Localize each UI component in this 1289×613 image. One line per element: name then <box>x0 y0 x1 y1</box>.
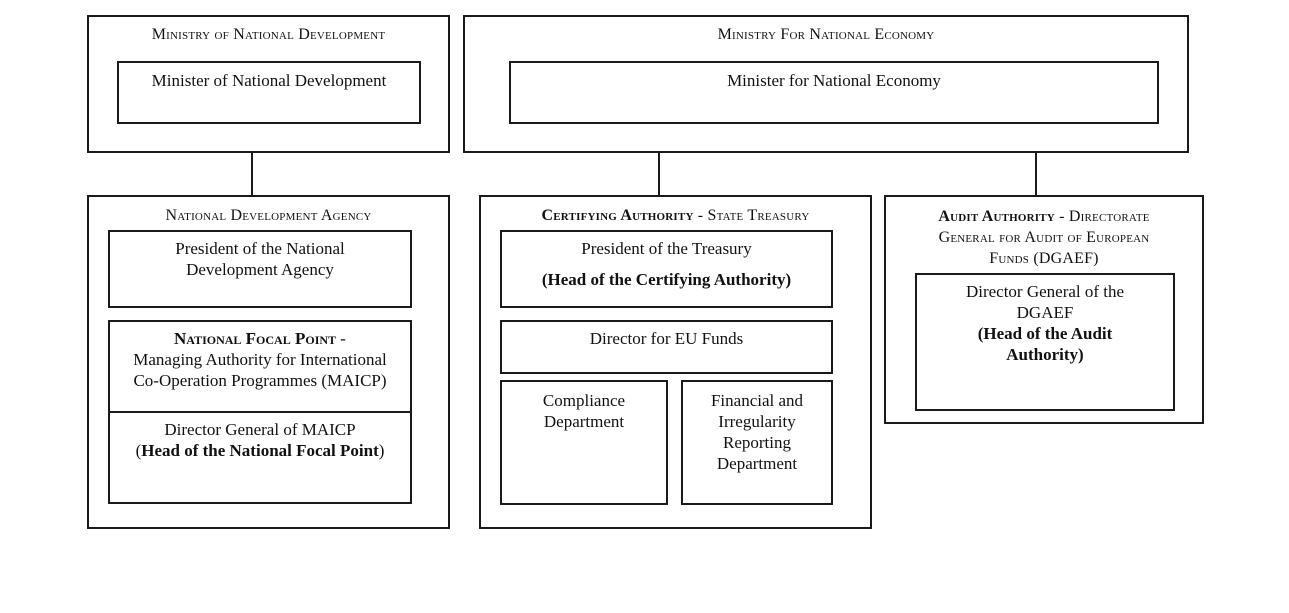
national-development-agency-box: National Development Agency President of… <box>87 195 450 529</box>
audit-authority-title: Audit Authority - Directorate General fo… <box>886 206 1202 269</box>
certifying-authority-title-bold: Certifying Authority <box>541 207 694 224</box>
ministry-national-economy-title: Ministry For National Economy <box>717 26 935 43</box>
minister-national-development-box: Minister of National Development <box>117 61 421 124</box>
audit-authority-title-line3: Funds (DGAEF) <box>989 250 1099 267</box>
compliance-department-box: Compliance Department <box>500 380 668 505</box>
connector-ministry-econ-to-aa <box>1035 151 1037 197</box>
maicp-director-line1: Director General of MAICP <box>164 420 356 439</box>
ministry-national-development-box: Ministry of National Development Ministe… <box>87 15 450 153</box>
financial-line1: Financial and <box>710 391 804 410</box>
eu-funds-director-box: Director for EU Funds <box>500 320 833 374</box>
focal-point-line2: Managing Authority for International <box>133 350 387 369</box>
certifying-authority-title-rest: - State Treasury <box>693 207 810 224</box>
head-of-focal-point: Head of the National Focal Point <box>141 441 379 460</box>
ministry-national-economy-box: Ministry For National Economy Minister f… <box>463 15 1189 153</box>
compliance-line2: Department <box>543 412 625 431</box>
national-focal-point-box: National Focal Point - Managing Authorit… <box>108 320 412 413</box>
maicp-director-box: Director General of MAICP (Head of the N… <box>108 411 412 504</box>
head-of-audit-authority-line2: Authority) <box>1006 345 1084 364</box>
audit-authority-title-line1: Audit Authority - Directorate <box>886 206 1202 227</box>
audit-authority-title-bold: Audit Authority <box>938 208 1055 225</box>
paren-open: ( <box>135 441 142 460</box>
national-development-agency-title: National Development Agency <box>165 207 372 224</box>
financial-irregularity-department-box: Financial and Irregularity Reporting Dep… <box>681 380 833 505</box>
focal-point-title: National Focal Point <box>174 329 337 348</box>
compliance-line1: Compliance <box>542 391 626 410</box>
treasury-president-line1: President of the Treasury <box>581 239 752 258</box>
audit-authority-title-rest: - Directorate <box>1054 208 1150 225</box>
head-of-audit-authority-line1: (Head of the Audit <box>977 324 1113 343</box>
nda-president-box: President of the National Development Ag… <box>108 230 412 308</box>
audit-authority-box: Audit Authority - Directorate General fo… <box>884 195 1204 424</box>
dgaef-director-line1: Director General of the <box>965 282 1125 301</box>
financial-line3: Reporting <box>723 433 791 452</box>
treasury-president-box: President of the Treasury (Head of the C… <box>500 230 833 308</box>
minister-national-economy-box: Minister for National Economy <box>509 61 1159 124</box>
connector-ministry-econ-to-ca <box>658 151 660 197</box>
focal-point-line3: Co-Operation Programmes (MAICP) <box>133 371 387 390</box>
maicp-director-line2: (Head of the National Focal Point) <box>110 440 410 461</box>
dgaef-director-box: Director General of the DGAEF (Head of t… <box>915 273 1175 411</box>
head-of-certifying-authority: (Head of the Certifying Authority) <box>541 270 792 289</box>
focal-point-line1: National Focal Point - <box>110 328 410 349</box>
minister-national-development-label: Minister of National Development <box>151 71 387 90</box>
focal-point-dash: - <box>336 329 346 348</box>
certifying-authority-title: Certifying Authority - State Treasury <box>481 206 870 226</box>
paren-close: ) <box>378 441 385 460</box>
dgaef-director-line2: DGAEF <box>1016 303 1074 322</box>
certifying-authority-box: Certifying Authority - State Treasury Pr… <box>479 195 872 529</box>
financial-line4: Department <box>716 454 798 473</box>
nda-president-line2: Development Agency <box>186 260 334 279</box>
financial-line2: Irregularity <box>718 412 796 431</box>
ministry-national-development-title: Ministry of National Development <box>151 26 386 43</box>
nda-president-line1: President of the National <box>175 239 345 258</box>
connector-ministry-dev-to-nda <box>251 151 253 197</box>
minister-national-economy-label: Minister for National Economy <box>727 71 941 90</box>
eu-funds-director-label: Director for EU Funds <box>589 329 744 348</box>
audit-authority-title-line2: General for Audit of European <box>938 229 1150 246</box>
